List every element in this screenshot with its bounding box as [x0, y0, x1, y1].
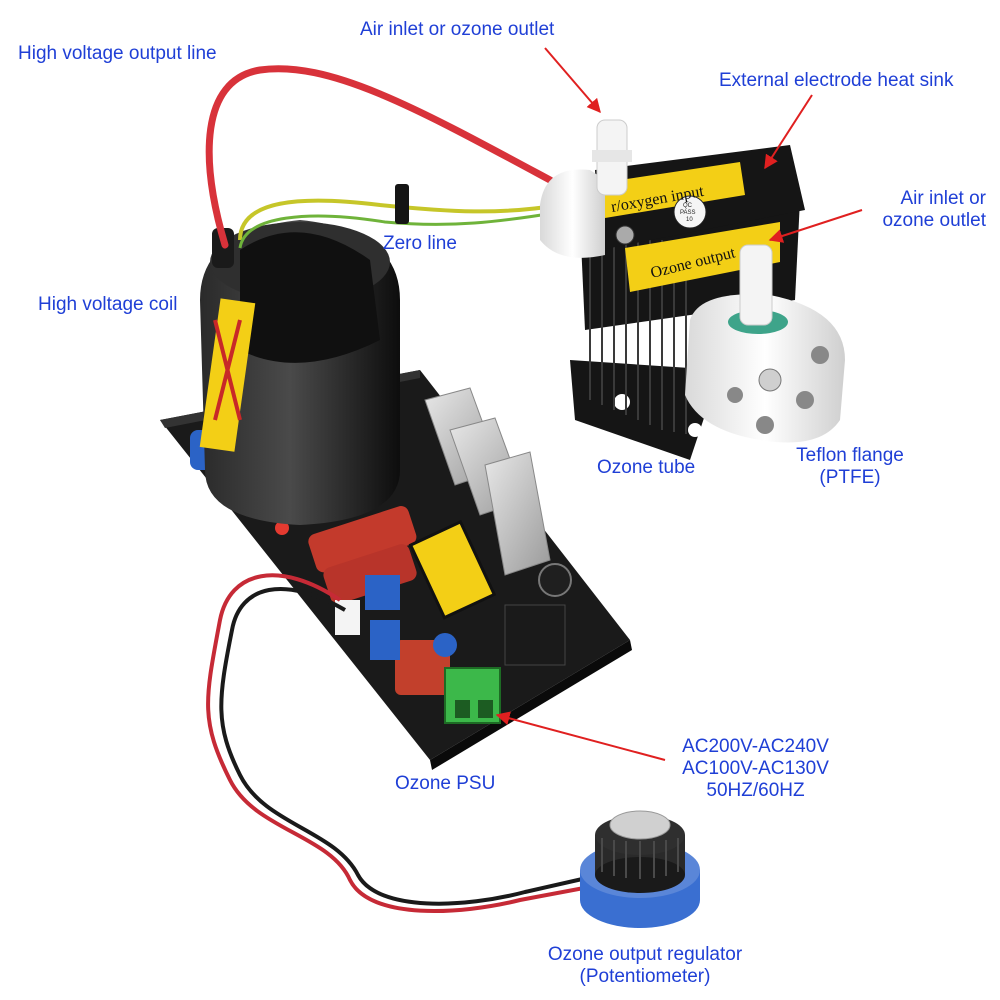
- arrow-ac-input: [495, 711, 666, 761]
- regulator-wire-black: [219, 587, 601, 906]
- label-regulator-line2: (Potentiometer): [579, 966, 711, 987]
- label-ac-input: AC200V-AC240V AC100V-AC130V 50HZ/60HZ: [668, 736, 843, 802]
- label-regulator-line1: Ozone output regulator: [547, 944, 743, 965]
- label-teflon-line1: Teflon flange: [796, 445, 904, 466]
- label-external-electrode: External electrode heat sink: [719, 70, 954, 91]
- arrow-external-electrode: [764, 94, 813, 170]
- label-hv-output-line: High voltage output line: [18, 43, 217, 64]
- annotation-arrows: [495, 47, 863, 761]
- arrow-air-inlet-top: [544, 47, 601, 114]
- arrow-air-inlet-right: [768, 209, 863, 243]
- label-air-inlet-right: Air inlet or ozone outlet: [862, 188, 986, 232]
- cable-tie: [395, 184, 409, 224]
- label-air-inlet-top: Air inlet or ozone outlet: [360, 19, 555, 40]
- label-air-inlet-right-line2: ozone outlet: [882, 210, 986, 231]
- zero-line-wire: [238, 198, 561, 241]
- psu-heatsinks: [424, 387, 551, 576]
- label-regulator: Ozone output regulator (Potentiometer): [530, 944, 760, 988]
- label-air-inlet-right-line1: Air inlet or: [900, 188, 986, 209]
- high-voltage-wire: [205, 65, 589, 249]
- qc-mark-1: QC: [683, 203, 693, 209]
- teflon-flange-right: [685, 244, 845, 443]
- label-ozone-psu: Ozone PSU: [395, 773, 496, 794]
- label-ac-line3: 50HZ/60HZ: [706, 780, 805, 801]
- label-ac-line1: AC200V-AC240V: [682, 736, 829, 757]
- label-teflon-line2: (PTFE): [819, 467, 881, 488]
- label-ozone-tube: Ozone tube: [597, 457, 696, 478]
- ozone-tube: r/oxygen input Ozone output QC PASS 10: [540, 119, 845, 460]
- qc-mark-2: PASS: [680, 210, 696, 216]
- teflon-flange-left: [540, 119, 632, 258]
- label-ac-line2: AC100V-AC130V: [682, 758, 829, 779]
- qc-mark-3: 10: [686, 217, 693, 223]
- psu-components: [190, 430, 572, 724]
- label-hv-coil: High voltage coil: [38, 294, 178, 315]
- regulator-wire-red: [206, 573, 601, 913]
- high-voltage-coil: [199, 220, 400, 525]
- label-zero-line: Zero line: [383, 233, 457, 254]
- potentiometer: [580, 810, 700, 928]
- label-teflon-flange: Teflon flange (PTFE): [780, 445, 920, 489]
